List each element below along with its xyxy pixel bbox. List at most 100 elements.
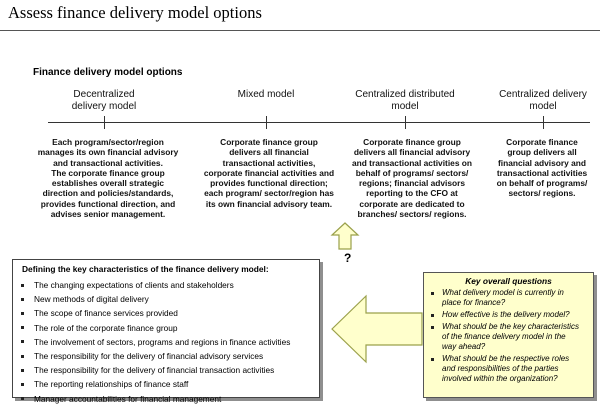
model-label-line: Decentralized [73, 89, 135, 100]
question-line: involved within the organization? [442, 374, 558, 383]
list-item-text: The changing expectations of clients and… [34, 280, 234, 290]
characteristics-title: Defining the key characteristics of the … [22, 264, 269, 274]
description-line: provides functional direction; [210, 178, 328, 189]
description-line: establishes overall strategic [51, 178, 165, 189]
question-line: way ahead? [442, 342, 486, 351]
description-line: behalf of programs/ sectors/ [355, 167, 469, 178]
page-title: Assess finance delivery model options [8, 3, 262, 22]
list-item: The scope of finance services provided [21, 306, 290, 320]
up-arrow-icon [330, 222, 360, 250]
question-line: What delivery model is currently in [442, 288, 564, 297]
description-line: branches/ sectors/ regions. [357, 209, 467, 220]
bullet-icon [21, 283, 24, 287]
question-line: place for finance? [442, 298, 506, 307]
bullet-icon [431, 326, 434, 329]
description-line: regions; financial advisors [358, 178, 466, 189]
list-item: Manager accountabilities for financial m… [21, 392, 290, 406]
characteristics-list: The changing expectations of clients and… [21, 278, 290, 406]
list-item: How effective is the delivery model? [431, 310, 589, 320]
description-line: provides functional direction, and [40, 198, 176, 209]
list-item: The reporting relationships of finance s… [21, 377, 290, 391]
description-line: transactional activities [496, 167, 588, 178]
model-label-line: Mixed model [237, 89, 295, 100]
list-item-text: The role of the corporate finance group [34, 322, 178, 333]
model-label-centralized-distributed: Centralized distributed model [340, 89, 470, 113]
list-item-text: The responsibility for the delivery of f… [34, 350, 264, 361]
question-line: of the finance delivery model in the [442, 332, 566, 341]
description-line: transactional activities, [222, 157, 316, 168]
description-line: and transactional activities on [351, 157, 473, 168]
model-label-line: Centralized delivery [499, 89, 587, 100]
question-text: What delivery model is currently in plac… [442, 288, 564, 308]
bullet-icon [21, 368, 24, 372]
model-timeline [48, 122, 590, 123]
bullet-icon [431, 292, 434, 295]
list-item: The responsibility for the delivery of f… [21, 349, 290, 363]
question-line: What should be the key characteristics [442, 322, 579, 331]
title-divider [0, 30, 600, 31]
description-line: each program/ sector/region has [204, 188, 334, 199]
list-item-text: The involvement of sectors, programs and… [34, 336, 291, 347]
description-line: Corporate finance group [363, 137, 461, 147]
question-text: What should be the key characteristics o… [442, 322, 579, 352]
question-line: and responsibilities of the parties [442, 364, 559, 373]
question-line: How effective is the delivery model? [442, 310, 570, 319]
description-line: sectors/ regions. [508, 188, 576, 199]
model-description-centralized-delivery: Corporate finance group delivers all fin… [486, 137, 598, 199]
list-item-text: New methods of digital delivery [34, 294, 149, 305]
bullet-icon [21, 340, 24, 344]
model-label-mixed: Mixed model [206, 89, 326, 101]
model-description-centralized-distributed: Corporate finance group delivers all fin… [345, 137, 479, 219]
bullet-icon [21, 311, 24, 315]
model-description-mixed: Corporate finance group delivers all fin… [196, 137, 342, 209]
description-line: manages its own financial advisory [37, 147, 179, 158]
list-item: What delivery model is currently in plac… [431, 288, 589, 308]
description-line: on behalf of programs/ [496, 178, 588, 189]
list-item: The responsibility for the delivery of f… [21, 363, 290, 377]
timeline-tick-mixed [266, 116, 267, 129]
description-line: corporate financial activities and [203, 167, 335, 178]
description-line: corporate are dedicated to [359, 198, 465, 209]
list-item: What should be the respective roles and … [431, 354, 589, 384]
key-questions-title: Key overall questions [465, 276, 552, 286]
bullet-icon [21, 382, 24, 386]
description-line: delivers all financial advisory [353, 147, 471, 158]
bullet-icon [431, 314, 434, 317]
description-line: and transactional activities. [53, 157, 163, 168]
model-description-decentralized: Each program/sector/region manages its o… [28, 137, 188, 219]
model-label-decentralized: Decentralized delivery model [44, 89, 164, 113]
list-item-text: The scope of finance services provided [34, 308, 178, 319]
description-line: Corporate finance group [220, 137, 318, 147]
model-label-line: delivery model [71, 101, 137, 112]
bullet-icon [21, 354, 24, 358]
description-line: direction and policies/standards, [42, 188, 174, 199]
list-item: The changing expectations of clients and… [21, 278, 290, 292]
bullet-icon [21, 326, 24, 330]
section-title: Finance delivery model options [33, 67, 183, 78]
description-line: advises senior management. [50, 209, 166, 220]
description-line: financial advisory and [498, 157, 586, 168]
list-item-text: Manager accountabilities for financial m… [34, 393, 222, 404]
timeline-tick-decentralized [104, 116, 105, 129]
question-text: How effective is the delivery model? [442, 310, 570, 320]
model-label-line: model [391, 101, 419, 112]
list-item: What should be the key characteristics o… [431, 322, 589, 352]
model-label-line: Centralized distributed [355, 89, 455, 100]
key-questions-list: What delivery model is currently in plac… [431, 288, 589, 386]
question-text: What should be the respective roles and … [442, 354, 569, 384]
description-line: its own financial advisory team. [205, 198, 333, 209]
description-line: group delivers all [507, 147, 577, 158]
question-mark: ? [344, 251, 352, 265]
description-line: The corporate finance group [51, 167, 165, 178]
bullet-icon [21, 397, 24, 401]
question-line: What should be the respective roles [442, 354, 570, 363]
bullet-icon [21, 297, 24, 301]
characteristics-box: Defining the key characteristics of the … [12, 259, 320, 404]
list-item: The role of the corporate finance group [21, 321, 290, 335]
bullet-icon [431, 358, 434, 361]
list-item: The involvement of sectors, programs and… [21, 335, 290, 349]
model-label-centralized-delivery: Centralized delivery model [488, 89, 598, 113]
description-line: reporting to the CFO at [366, 188, 458, 199]
list-item-text: The reporting relationships of finance s… [34, 379, 189, 390]
model-label-line: model [529, 101, 557, 112]
